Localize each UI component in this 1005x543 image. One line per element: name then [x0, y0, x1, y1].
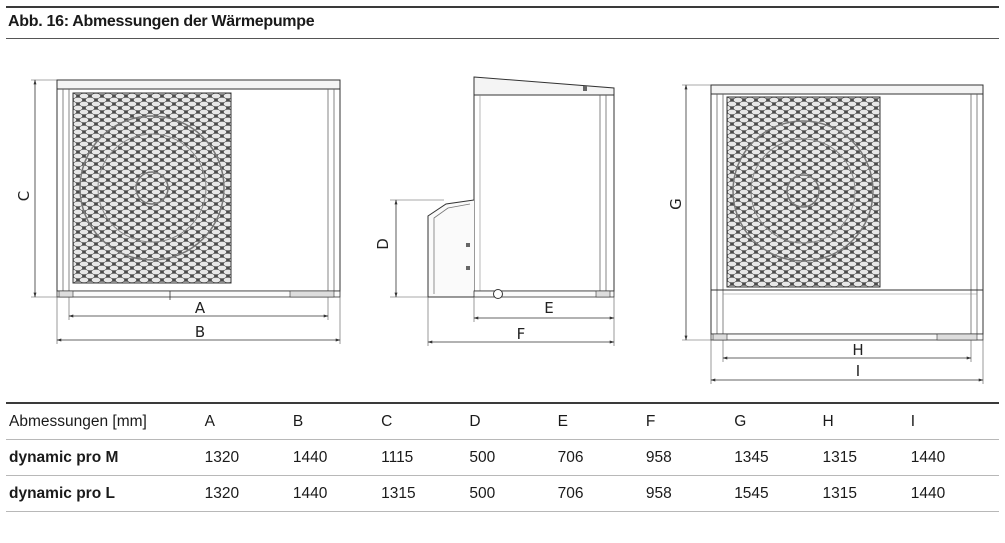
- table-cell: 1315: [822, 484, 857, 502]
- column-header: E: [557, 412, 568, 430]
- front-view-dimensions: C A B: [15, 79, 341, 344]
- side-view-drawing: [427, 76, 615, 299]
- table-cell: 706: [557, 448, 584, 466]
- table-cell: 958: [645, 448, 672, 466]
- table-cell: 1545: [734, 484, 769, 502]
- table-cell: 706: [557, 484, 584, 502]
- header-label: Abmessungen [mm]: [9, 412, 147, 430]
- table-cell: 1440: [910, 448, 946, 466]
- table-cell: 958: [645, 484, 672, 502]
- column-header: C: [381, 412, 393, 430]
- column-header: I: [910, 412, 916, 430]
- column-header: A: [204, 412, 215, 430]
- model-name: dynamic pro L: [9, 484, 115, 502]
- front-view-large-dimensions: G H I: [667, 84, 984, 384]
- dim-label-e: E: [544, 299, 553, 317]
- table-cell: 500: [469, 448, 496, 466]
- dim-label-c: C: [15, 191, 33, 201]
- dimensions-table: Abmessungen [mm] A B C D E F G H I dynam…: [6, 402, 999, 512]
- column-header: B: [292, 412, 304, 430]
- table-cell: 1440: [292, 484, 328, 502]
- dim-label-a: A: [195, 299, 206, 317]
- table-cell: 1440: [292, 448, 328, 466]
- front-view-large-drawing: [710, 84, 984, 341]
- front-view-drawing: [56, 79, 341, 300]
- table-header-row: Abmessungen [mm] A B C D E F G H I: [6, 403, 999, 440]
- dim-label-f: F: [517, 325, 526, 343]
- dim-label-d: D: [374, 238, 392, 250]
- table-cell: 1315: [381, 484, 416, 502]
- column-header: G: [734, 412, 747, 430]
- table-row: dynamic pro L 1320 1440 1315 500 706 958…: [6, 475, 999, 512]
- model-name: dynamic pro M: [9, 448, 119, 466]
- dim-label-g: G: [667, 198, 685, 210]
- table-cell: 1315: [822, 448, 857, 466]
- column-header: F: [645, 412, 656, 430]
- column-header: H: [822, 412, 834, 430]
- top-rule: [6, 6, 999, 8]
- table-row: dynamic pro M 1320 1440 1115 500 706 958…: [6, 439, 999, 476]
- table-cell: 1440: [910, 484, 946, 502]
- column-header: D: [469, 412, 481, 430]
- title-rule: [6, 38, 999, 39]
- side-view-dimensions: D E F: [374, 199, 615, 346]
- table-cell: 500: [469, 484, 496, 502]
- dimension-drawings: C A B D E F: [15, 76, 984, 384]
- dim-label-b: B: [195, 323, 205, 341]
- dim-label-i: I: [856, 362, 860, 380]
- dim-label-h: H: [852, 341, 863, 359]
- table-cell: 1320: [204, 484, 240, 502]
- table-cell: 1320: [204, 448, 240, 466]
- table-cell: 1115: [381, 448, 414, 466]
- table-cell: 1345: [734, 448, 769, 466]
- figure-title: Abb. 16: Abmessungen der Wärmepumpe: [8, 13, 315, 30]
